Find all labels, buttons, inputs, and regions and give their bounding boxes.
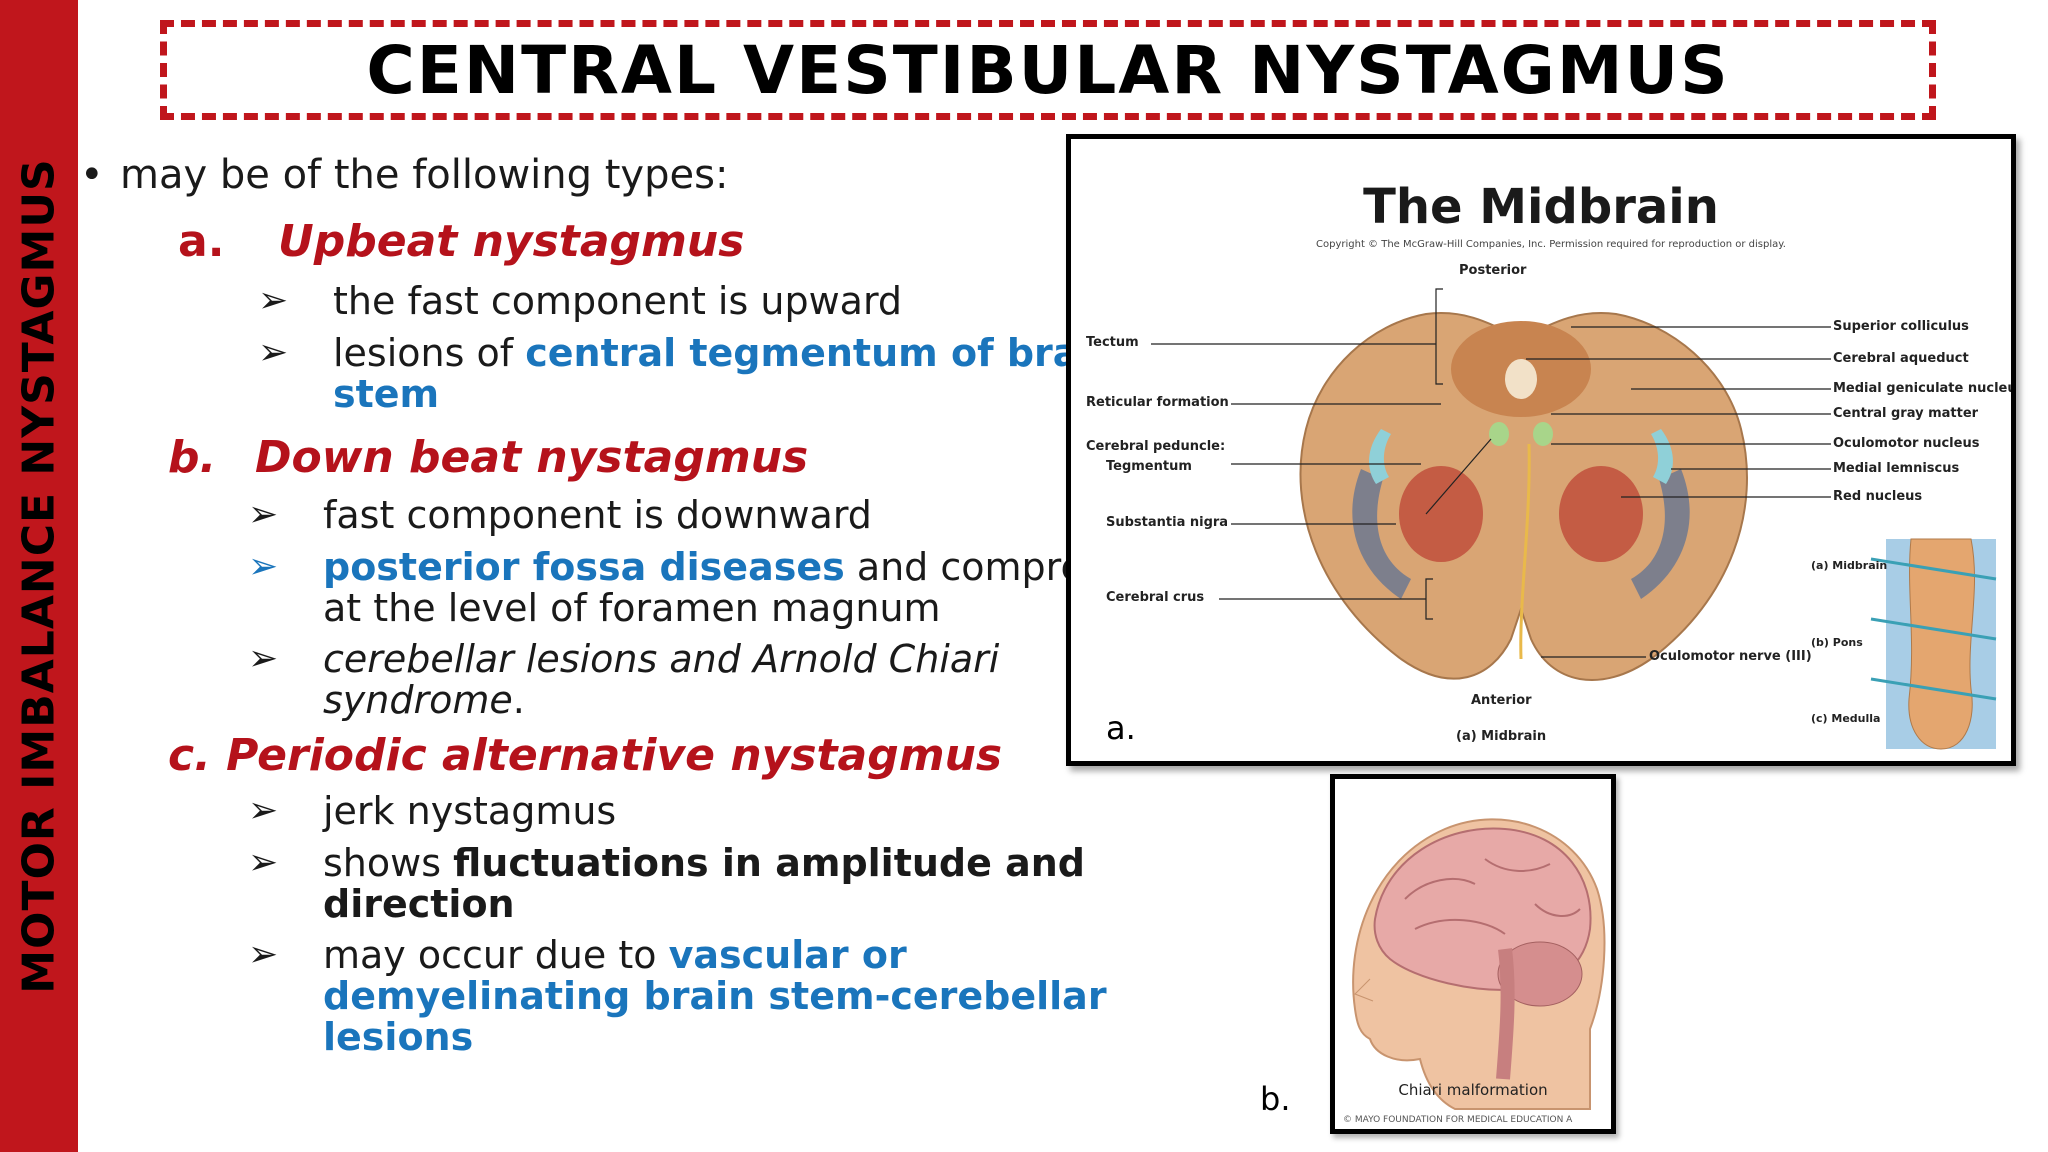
section-c-item-2-bold: fluctuations in amplitude and [453, 841, 1086, 885]
section-c-item-3: may occur due to vascular or [323, 934, 907, 976]
sidebar-band: MOTOR IMBALANCE NYSTAGMUS [0, 0, 78, 1152]
section-a-heading: Upbeat nystagmus [278, 216, 745, 267]
arrow-icon: ➢ [248, 934, 279, 975]
section-b-marker: b. [168, 432, 217, 483]
label-substantia-nigra: Substantia nigra [1106, 515, 1229, 530]
section-a-item-1: the fast component is upward [333, 279, 903, 323]
label-superior-colliculus: Superior colliculus [1833, 319, 1969, 334]
chiari-illustration [1352, 818, 1606, 1110]
arrow-icon: ➢ [248, 638, 279, 679]
figure-b-label: b. [1260, 1080, 1291, 1118]
chiari-credit: © MAYO FOUNDATION FOR MEDICAL EDUCATION … [1343, 1115, 1573, 1125]
label-oculomotor-nerve: Oculomotor nerve (III) [1649, 649, 1812, 664]
arrow-icon: ➢ [248, 842, 279, 883]
label-oculomotor-nucleus: Oculomotor nucleus [1833, 436, 1980, 451]
label-cerebral-crus: Cerebral crus [1106, 590, 1205, 605]
section-c-item-3-pre: may occur due to [323, 933, 669, 977]
inset-label-midbrain: (a) Midbrain [1811, 559, 1888, 572]
section-b-item-3: cerebellar lesions and Arnold Chiari [323, 637, 1000, 681]
section-b-item-3-word: syndrome [323, 678, 513, 722]
midbrain-caption: (a) Midbrain [1456, 729, 1547, 744]
section-c-item-3-line-3: lesions [323, 1015, 474, 1059]
section-b-item-3-line-2: syndrome. [323, 679, 525, 721]
arrow-icon: ➢ [258, 280, 289, 321]
label-medial-lemniscus: Medial lemniscus [1833, 461, 1960, 476]
midbrain-title: The Midbrain [1363, 179, 1719, 235]
section-c-item-3-highlight: vascular or [668, 933, 907, 977]
section-b-heading: Down beat nystagmus [255, 432, 809, 483]
section-c-item-2: shows fluctuations in amplitude and [323, 842, 1085, 884]
figure-midbrain: The Midbrain Copyright © The McGraw-Hill… [1066, 134, 2016, 766]
label-medial-geniculate: Medial geniculate nucleus [1833, 381, 2016, 396]
label-anterior: Anterior [1471, 693, 1532, 708]
label-cerebral-aqueduct: Cerebral aqueduct [1833, 351, 1969, 366]
section-c-heading: c. Periodic alternative nystagmus [168, 730, 1003, 781]
section-c-item-2-pre: shows [323, 841, 454, 885]
section-c-item-1: jerk nystagmus [323, 789, 617, 833]
section-a-item-2-line-2: stem [333, 372, 440, 416]
label-central-gray: Central gray matter [1833, 406, 1979, 421]
title-box: CENTRAL VESTIBULAR NYSTAGMUS [160, 20, 1936, 120]
midbrain-diagram [1151, 288, 1997, 750]
section-b-item-1: fast component is downward [323, 493, 872, 537]
section-b-item-2: posterior fossa diseases and compression [323, 546, 1181, 588]
intro-text: may be of the following types: [120, 152, 729, 198]
label-red-nucleus: Red nucleus [1833, 489, 1923, 504]
section-a-marker: a. [178, 216, 225, 267]
label-tectum: Tectum [1086, 335, 1139, 350]
figure-a-label: a. [1106, 709, 1136, 747]
section-b-item-2-line-2: at the level of foramen magnum [323, 586, 941, 630]
page-title: CENTRAL VESTIBULAR NYSTAGMUS [366, 31, 1730, 109]
label-reticular-formation: Reticular formation [1086, 395, 1229, 410]
midbrain-copyright: Copyright © The McGraw-Hill Companies, I… [1316, 239, 1786, 250]
intro-bullet: • [80, 152, 104, 198]
arrow-icon: ➢ [248, 494, 279, 535]
section-b-item-3-dot: . [512, 678, 525, 722]
section-b-item-2-highlight: posterior fossa diseases [323, 545, 845, 589]
label-posterior: Posterior [1459, 263, 1527, 278]
chiari-caption: Chiari malformation [1398, 1081, 1548, 1099]
label-cerebral-peduncle: Cerebral peduncle: [1086, 439, 1226, 454]
inset-label-pons: (b) Pons [1811, 636, 1863, 649]
section-a-item-2-highlight: central tegmentum of brain [525, 331, 1119, 375]
sidebar-title: MOTOR IMBALANCE NYSTAGMUS [13, 158, 65, 994]
arrow-icon: ➢ [248, 790, 279, 831]
arrow-icon: ➢ [248, 546, 279, 587]
figure-chiari: Chiari malformation © MAYO FOUNDATION FO… [1330, 774, 1616, 1134]
label-tegmentum: Tegmentum [1106, 459, 1192, 474]
section-a-item-2: lesions of central tegmentum of brain [333, 332, 1119, 374]
inset-label-medulla: (c) Medulla [1811, 712, 1881, 725]
section-c-item-3-line-2: demyelinating brain stem-cerebellar [323, 974, 1107, 1018]
arrow-icon: ➢ [258, 332, 289, 373]
section-c-item-2-line-2: direction [323, 882, 515, 926]
section-a-item-2-pre: lesions of [333, 331, 526, 375]
